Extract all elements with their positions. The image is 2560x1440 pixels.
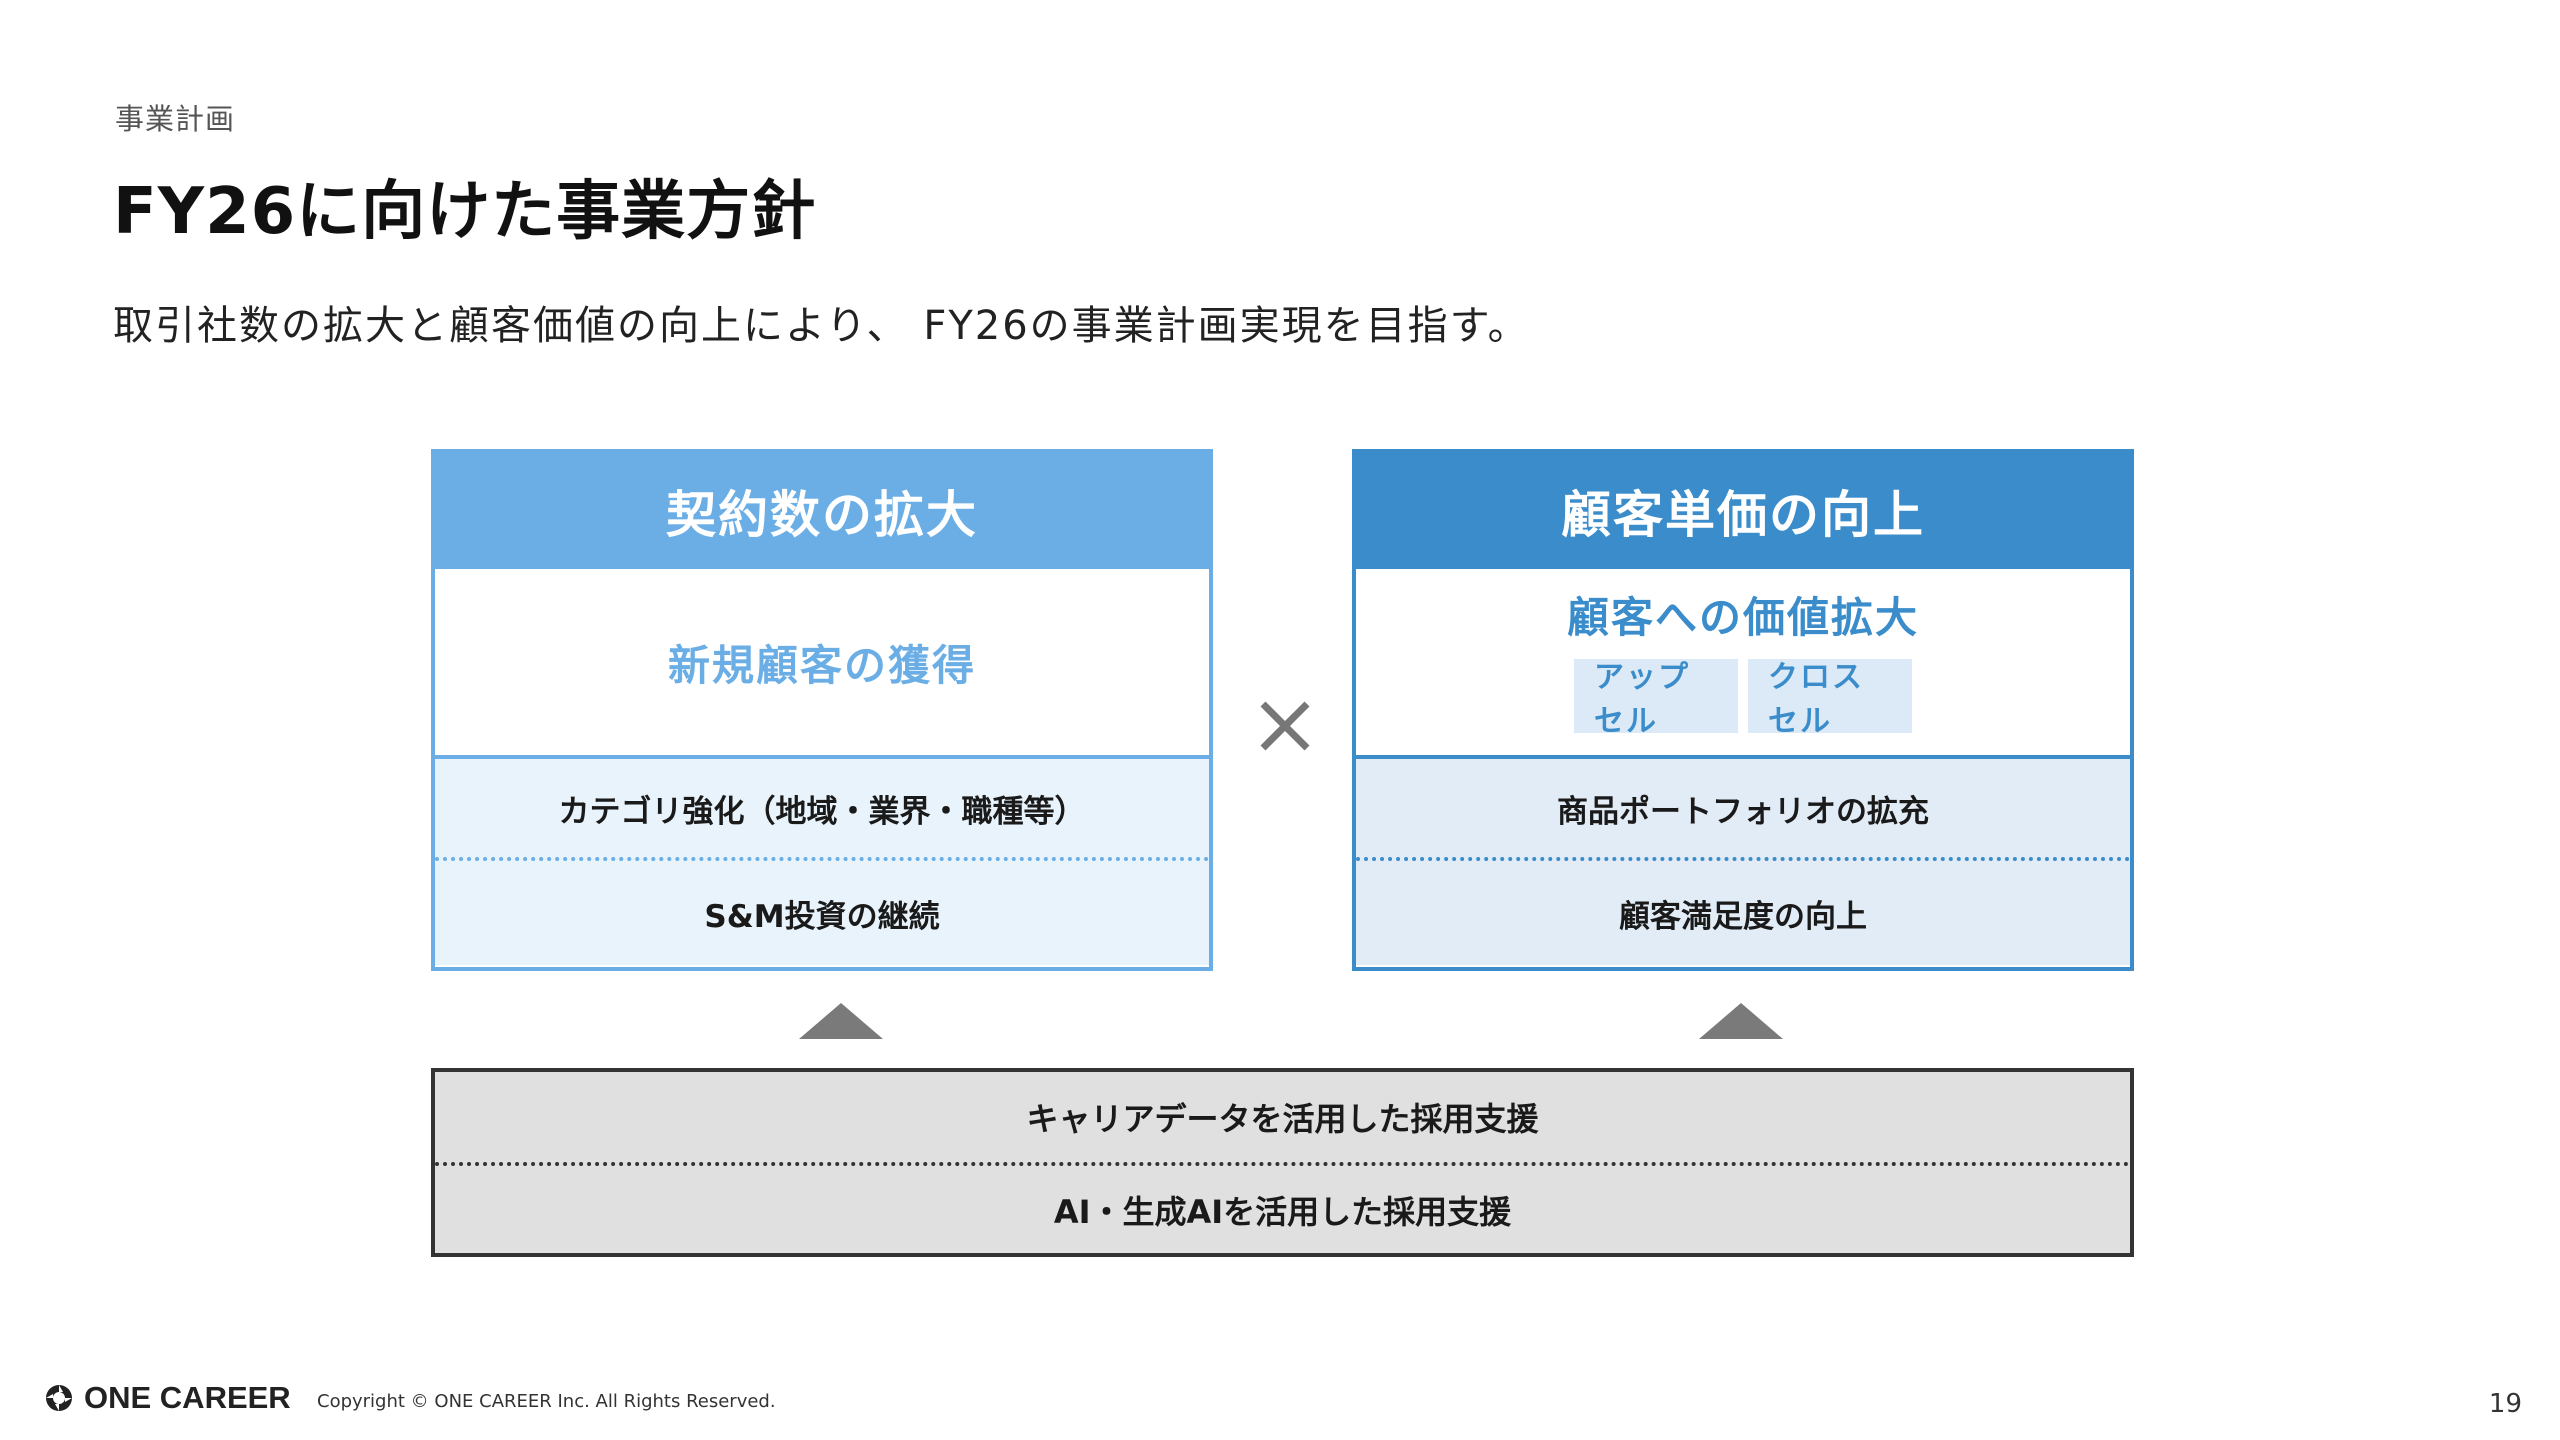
contract-expansion-panel: 契約数の拡大 新規顧客の獲得 カテゴリ強化（地域・業界・職種等） S&M投資の継…	[431, 449, 1213, 971]
new-customer-section: 新規顧客の獲得	[435, 569, 1209, 759]
sell-chips: アップセル クロスセル	[1574, 658, 1912, 739]
triangle-up-icon	[1699, 1003, 1783, 1039]
sm-investment-row: S&M投資の継続	[435, 861, 1209, 965]
customer-value-section: 顧客への価値拡大 アップセル クロスセル	[1356, 569, 2130, 759]
logo-mark-icon	[46, 1385, 72, 1411]
triangle-up-icon	[799, 1003, 883, 1039]
unit-price-header: 顧客単価の向上	[1356, 453, 2130, 569]
page-title: FY26に向けた事業方針	[113, 175, 817, 249]
portfolio-expansion-row: 商品ポートフォリオの拡充	[1356, 759, 2130, 861]
logo-text: ONE CAREER	[84, 1380, 291, 1415]
copyright-text: Copyright © ONE CAREER Inc. All Rights R…	[317, 1391, 776, 1412]
career-data-row: キャリアデータを活用した採用支援	[435, 1072, 2130, 1166]
page-subtitle: 取引社数の拡大と顧客価値の向上により、 FY26の事業計画実現を目指す。	[113, 303, 1530, 349]
page-number: 19	[2488, 1389, 2522, 1419]
crosssell-chip: クロスセル	[1748, 658, 1912, 739]
ai-support-row: AI・生成AIを活用した採用支援	[1053, 1192, 1512, 1231]
upsell-chip: アップセル	[1574, 658, 1738, 739]
section-label: 事業計画	[115, 102, 236, 136]
customer-value-label: 顧客への価値拡大	[1566, 592, 1919, 642]
category-strengthening-row: カテゴリ強化（地域・業界・職種等）	[435, 759, 1209, 861]
new-customer-label: 新規顧客の獲得	[667, 640, 976, 690]
company-logo: ONE CAREER	[44, 1380, 291, 1416]
contract-expansion-header: 契約数の拡大	[435, 453, 1209, 569]
unit-price-panel: 顧客単価の向上 顧客への価値拡大 アップセル クロスセル 商品ポートフォリオの拡…	[1352, 449, 2134, 971]
foundation-box: キャリアデータを活用した採用支援 AI・生成AIを活用した採用支援	[431, 1068, 2134, 1257]
times-icon	[1260, 701, 1310, 751]
customer-satisfaction-row: 顧客満足度の向上	[1356, 861, 2130, 965]
